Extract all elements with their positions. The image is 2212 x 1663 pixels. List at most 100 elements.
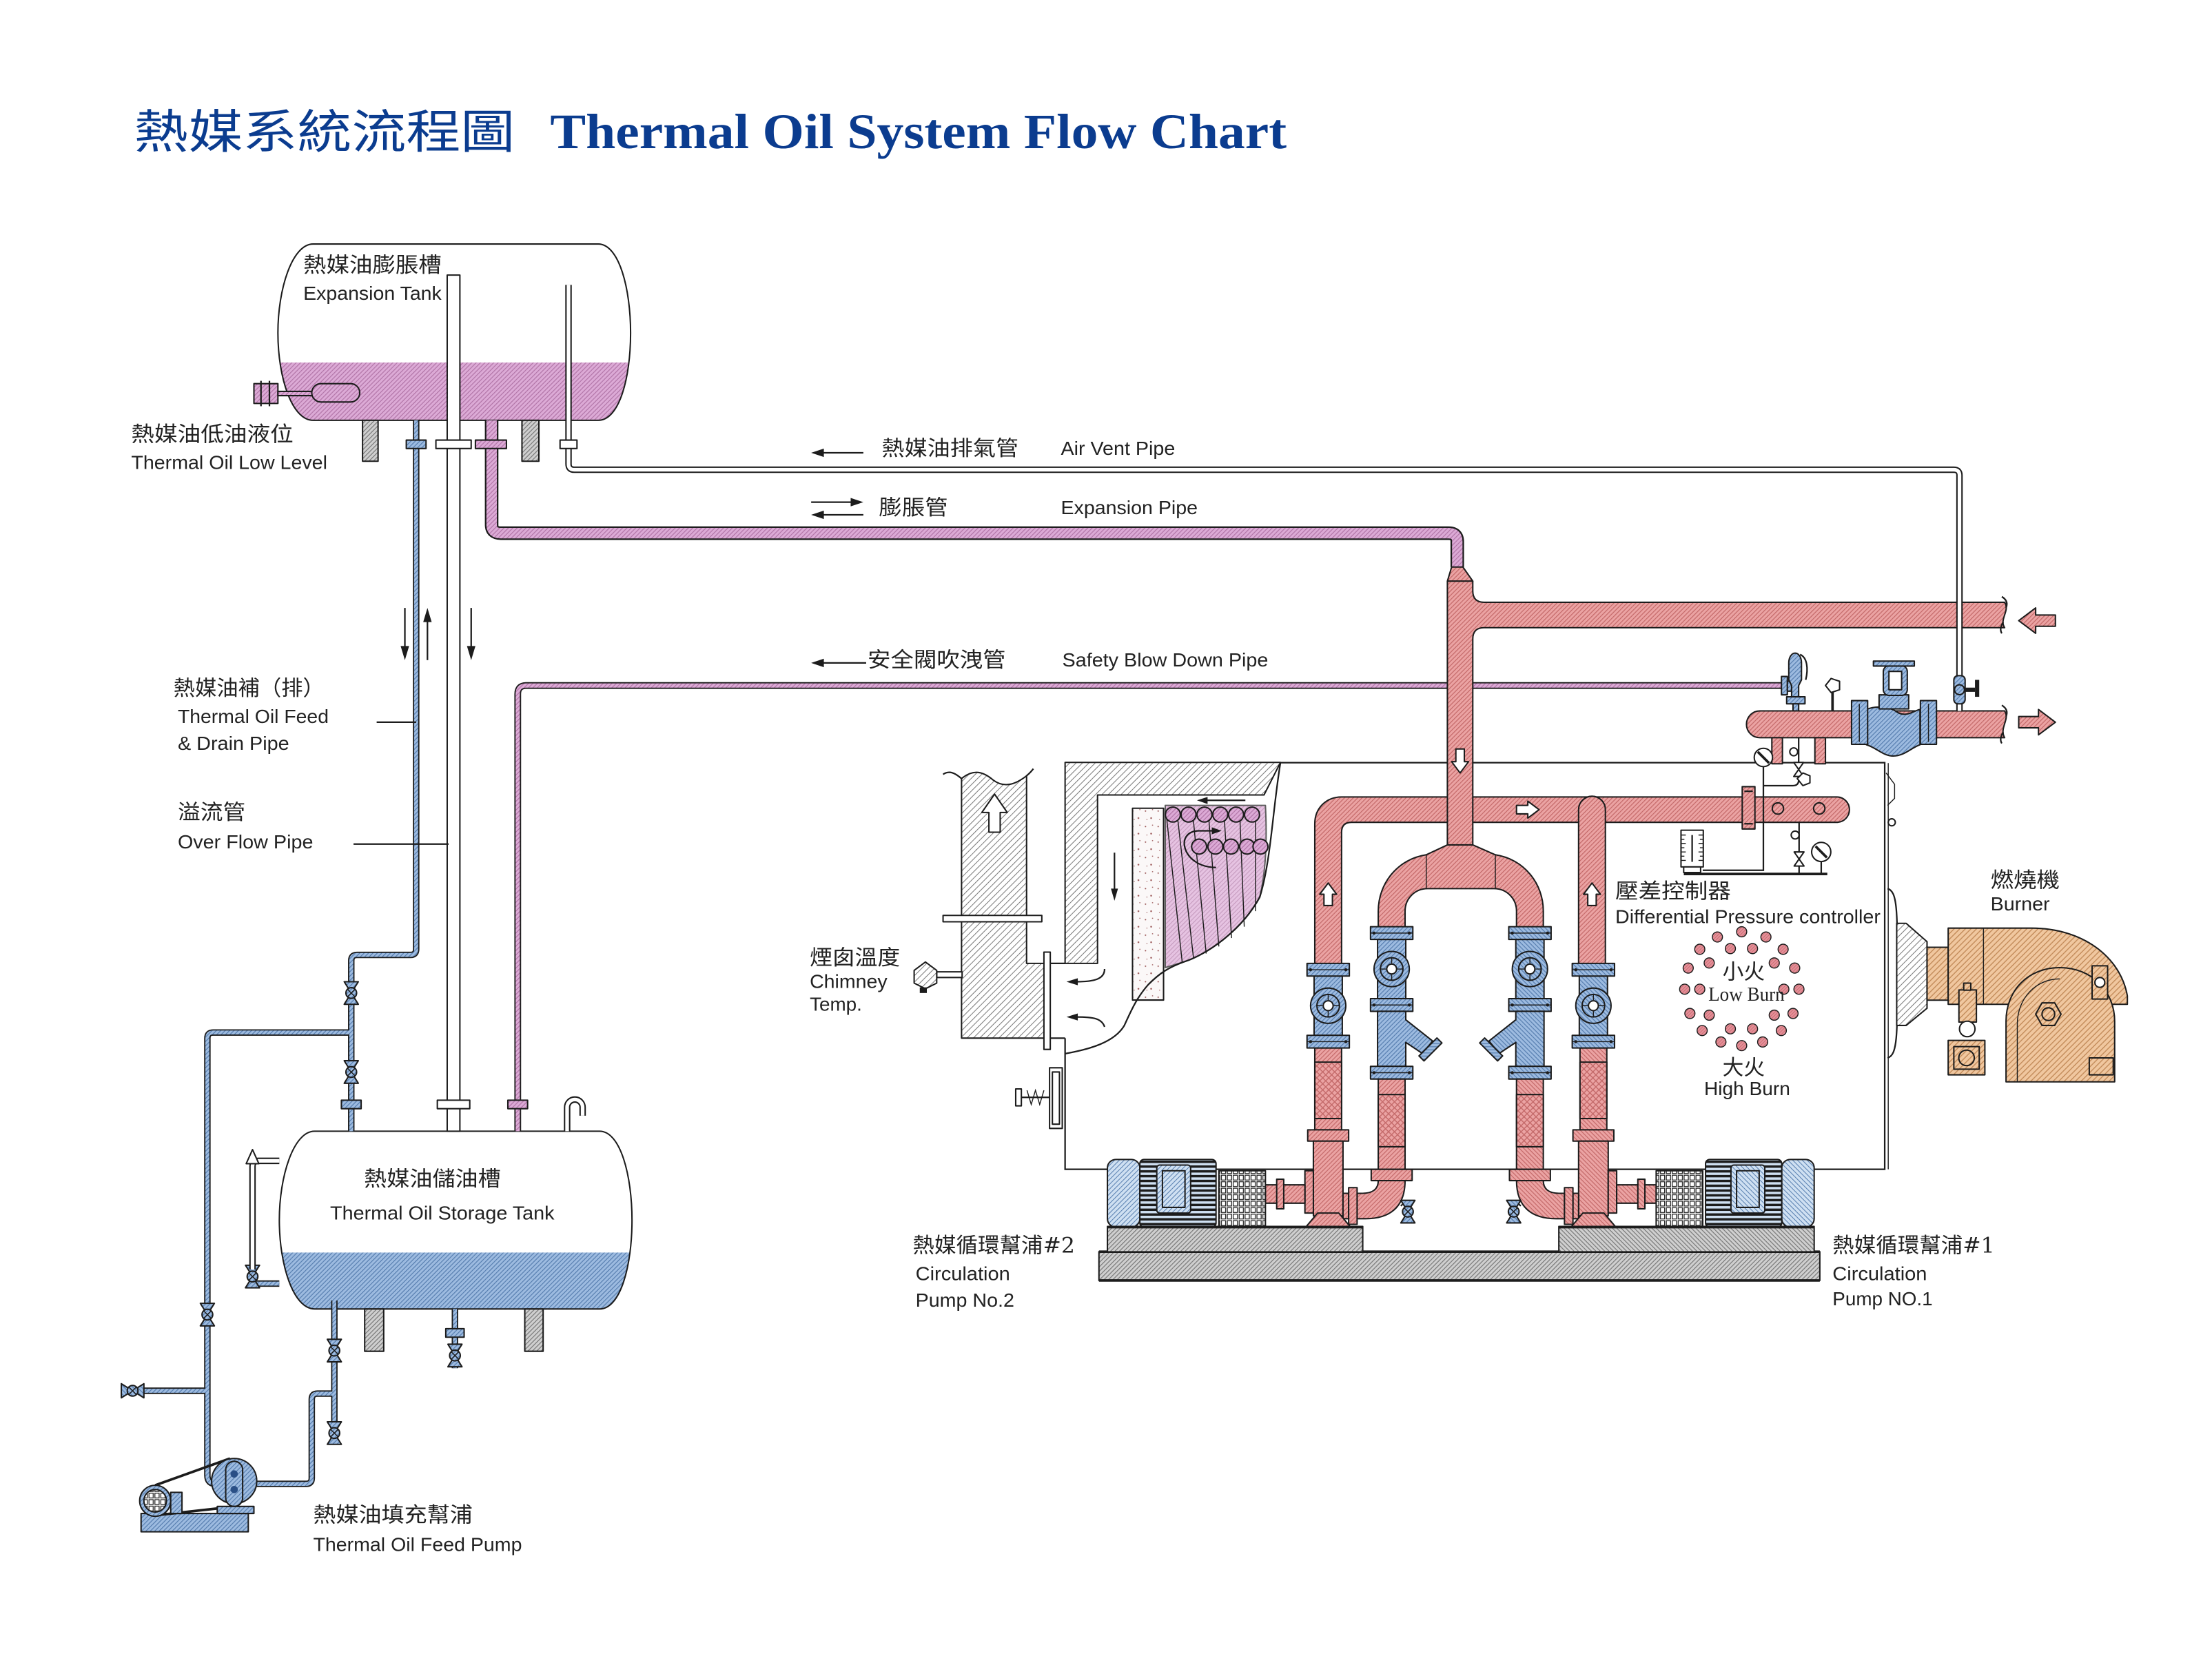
outlet-thermometer <box>1825 677 1841 711</box>
dp-upper-sensor-icon <box>1796 772 1811 787</box>
manifold-flange <box>1741 786 1756 830</box>
air-vent-legend: 熱媒油排氣管 Air Vent Pipe <box>811 437 1175 461</box>
safety-valve-neck <box>1792 703 1800 712</box>
return-flow-arrow-down-icon <box>1451 748 1470 774</box>
feed-pump-suction-valve-icon <box>199 1303 216 1327</box>
flame-dot <box>1793 983 1805 995</box>
furnace-door-hinge <box>1014 1067 1063 1130</box>
flue-gas-arrow-icon <box>1066 1013 1106 1028</box>
low-level-float-switch <box>253 380 361 407</box>
pump-1-riser <box>1577 795 1606 966</box>
flame-dot <box>1725 943 1737 955</box>
chimney-connection-plate <box>1043 951 1052 1050</box>
outlet-globe-valve <box>1850 660 1938 757</box>
chimney-break-line <box>942 768 1034 779</box>
air-vent-label-zh: 熱媒油排氣管 <box>881 437 1018 461</box>
feed-pump <box>139 1457 258 1533</box>
coil-tube <box>1252 838 1269 855</box>
gauge-needle <box>1757 751 1770 764</box>
expansion-pipe <box>474 420 1464 567</box>
valve-handwheel <box>1872 660 1916 667</box>
coil-tube-lines <box>1166 817 1256 962</box>
chimney-flange <box>942 915 1043 923</box>
gauge-needle <box>1814 845 1828 859</box>
blow-down-label-en: Safety Blow Down Pipe <box>1063 649 1269 671</box>
burner-fan-housing <box>2005 966 2116 1083</box>
safety-blow-down-legend: 安全閥吹洩管 Safety Blow Down Pipe <box>811 649 1268 673</box>
burner-gas-valve-port <box>1958 1020 1976 1038</box>
air-vent-pipe <box>559 285 1980 711</box>
insulation-layer <box>1131 807 1165 1001</box>
burner-label-zh: 燃燒機 <box>1991 868 2060 892</box>
hinge-spring <box>1026 1088 1045 1107</box>
flame-dot <box>1789 962 1801 974</box>
flame-dot <box>1747 1023 1759 1034</box>
arrow-left-icon <box>811 448 863 458</box>
feed-flow-arrow-down-icon <box>400 608 409 660</box>
burner-gas-valve-cap <box>1963 982 1972 991</box>
pump-2-label-zh: 熱媒循環幫浦#2 <box>913 1234 1075 1258</box>
feed-pump-foot <box>216 1505 255 1515</box>
coil-tube <box>1227 806 1245 823</box>
vent-hook <box>565 1097 585 1132</box>
burner-servo-port <box>2094 977 2106 988</box>
expansion-tank-shell <box>277 243 632 421</box>
feed-pump-discharge-pipe-fill <box>256 1391 335 1486</box>
flue-gas-arrow-icon <box>1066 968 1106 986</box>
header-support <box>1771 737 1783 765</box>
coupling-guard <box>1218 1170 1267 1228</box>
title-english: Thermal Oil System Flow Chart <box>550 105 1287 159</box>
pump-casing <box>1312 1140 1344 1217</box>
storage-tank <box>278 1130 633 1352</box>
low-burn-label-zh: 小火 <box>1723 960 1765 984</box>
flame-dot <box>1768 957 1780 969</box>
pump-skid-base <box>1098 1251 1821 1281</box>
flame-dot <box>1697 1025 1708 1037</box>
pump-1-label-en-1: Circulation <box>1832 1263 1927 1284</box>
pipe-flange <box>474 439 507 449</box>
boiler-outline <box>1064 762 1886 1170</box>
flame-dot <box>1736 926 1748 938</box>
flame-dot <box>1703 1009 1715 1021</box>
pump-1-label-en-2: Pump NO.1 <box>1832 1288 1932 1309</box>
coil-tube-row-1 <box>1165 806 1260 823</box>
flame-dot <box>1679 983 1690 995</box>
bottom-drain-valve-icon <box>447 1343 463 1368</box>
discharge-manifold <box>1313 796 1850 966</box>
float-ball <box>311 382 361 403</box>
pipe-outlines <box>124 420 458 1487</box>
coil-tube <box>1207 838 1224 855</box>
flame-dot <box>1712 931 1723 943</box>
manifold-flow-arrow-right-icon <box>1515 800 1540 819</box>
level-gauge-pipe <box>250 1159 280 1269</box>
feed-drain-label-zh: 熱媒油補（排） <box>174 677 325 701</box>
high-burn-label-en: High Burn <box>1704 1078 1790 1099</box>
coil-tube <box>1191 838 1207 855</box>
hot-oil-piping <box>1313 566 2056 966</box>
safety-valve-lever <box>1799 653 1808 680</box>
air-vent-valve-stem <box>1965 687 1976 692</box>
coil-tube <box>1222 838 1240 855</box>
pump-suction-flange <box>1348 1187 1358 1225</box>
chimney-stack <box>961 771 1046 1039</box>
flame-pattern <box>1679 926 1805 1052</box>
feed-line-valve-icon <box>343 1060 360 1084</box>
burner-blast-tube <box>1926 946 1949 1001</box>
manifold-port <box>1771 802 1785 815</box>
blow-down-label-zh: 安全閥吹洩管 <box>868 649 1006 673</box>
pump-2-label-en-1: Circulation <box>916 1263 1010 1284</box>
burner-gas-valve <box>1958 989 1978 1023</box>
safety-valve <box>1781 652 1808 712</box>
header-support <box>1814 737 1827 765</box>
furnace-cut-line <box>1065 762 1282 1054</box>
float-rod <box>277 390 314 397</box>
boiler <box>913 762 1898 1170</box>
feed-pump-label-zh: 熱媒油填充幫浦 <box>313 1503 472 1527</box>
motor-end-shield <box>1107 1159 1141 1228</box>
storage-tank-leg <box>364 1308 385 1352</box>
expansion-tank-label-en: Expansion Tank <box>303 283 442 304</box>
overflow-label-en: Over Flow Pipe <box>178 831 314 853</box>
expansion-reducer <box>1446 566 1474 582</box>
pipe-flange <box>444 1327 465 1338</box>
